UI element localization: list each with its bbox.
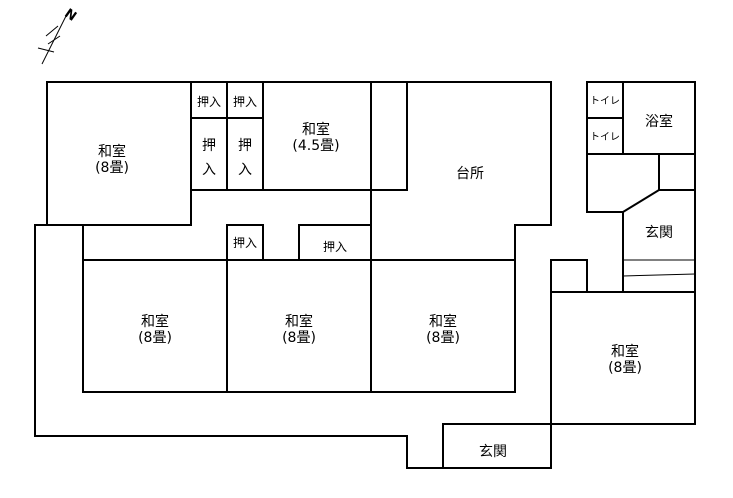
- room-name: トイレ: [590, 132, 620, 143]
- closet-label: 押入: [197, 95, 221, 109]
- closet-label: 押入: [233, 95, 257, 109]
- ne-block: トイレ トイレ 浴室 玄関: [586, 81, 696, 293]
- room-size: (8畳): [95, 160, 129, 176]
- room-size: (8畳): [138, 330, 172, 346]
- room-name: 浴室: [645, 113, 673, 130]
- closet-label: 押: [202, 138, 216, 154]
- room-name: 和室: [429, 313, 457, 330]
- room-name: 和室: [611, 343, 639, 360]
- room-kitchen: 台所: [370, 81, 552, 261]
- entrance-south: 玄関: [442, 423, 552, 469]
- closet-label: 押: [238, 138, 252, 154]
- closet-label: 押入: [233, 236, 257, 250]
- room-size: (8畳): [282, 330, 316, 346]
- room-size: (8畳): [608, 360, 642, 376]
- closet-label: 入: [202, 162, 216, 178]
- room-name: 和室: [285, 313, 313, 330]
- north-compass: N: [37, 6, 79, 65]
- room-washitsu-n: 和室 (4.5畳): [262, 81, 372, 191]
- room-size: (8畳): [426, 330, 460, 346]
- room-size: (4.5畳): [292, 138, 339, 154]
- closets-top: 押入 押入 押 入 押 入: [190, 81, 372, 226]
- rooms-row: 和室 (8畳) 和室 (8畳) 和室 (8畳): [82, 224, 516, 393]
- room-name: 和室: [98, 143, 126, 160]
- room-name: 和室: [141, 313, 169, 330]
- room-name: 台所: [456, 166, 484, 182]
- room-name: 玄関: [645, 224, 673, 241]
- room-washitsu-nw: 和室 (8畳): [46, 81, 192, 226]
- room-name: 玄関: [479, 443, 507, 460]
- room-washitsu-se: 和室 (8畳): [550, 259, 696, 425]
- corridor: 押入 押入: [34, 224, 444, 469]
- room-name: トイレ: [590, 96, 620, 107]
- closet-label: 押入: [323, 240, 347, 254]
- closet-label: 入: [238, 162, 252, 178]
- compass-north-label: N: [61, 6, 79, 25]
- room-name: 和室: [302, 121, 330, 138]
